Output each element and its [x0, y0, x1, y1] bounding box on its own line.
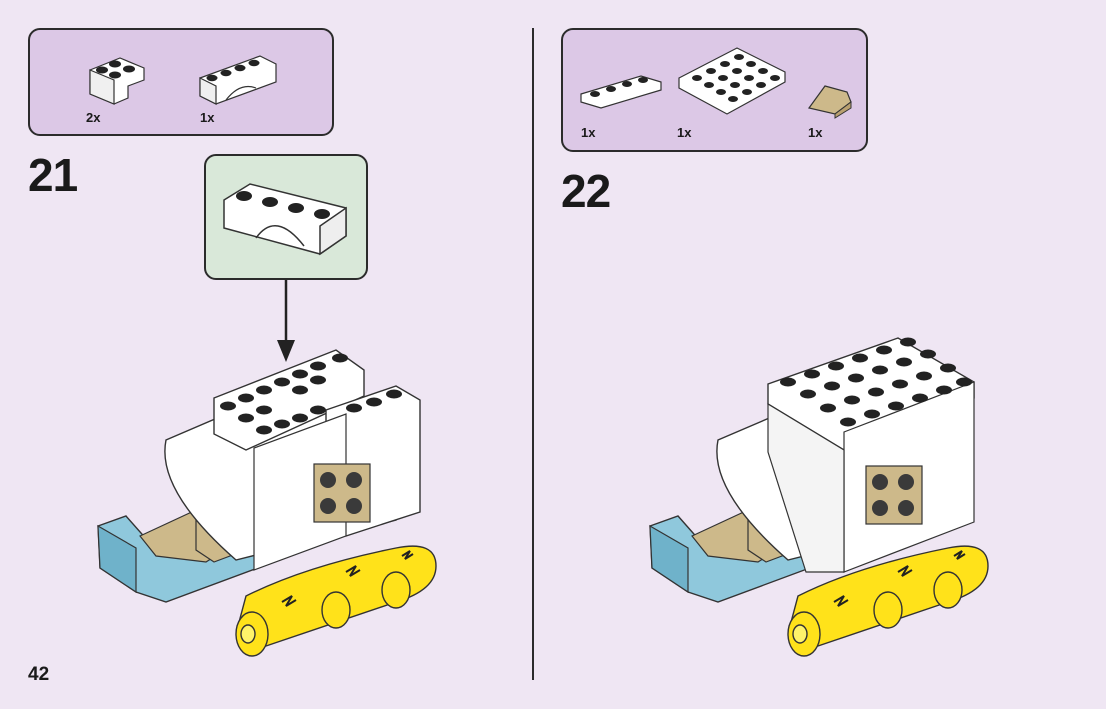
page-number: 42	[28, 664, 49, 686]
plate-4x4-white-icon	[675, 42, 789, 124]
step-divider	[532, 28, 534, 680]
parts-list-step-21: 2x 1x	[28, 28, 334, 136]
slope-tan-icon	[805, 78, 857, 118]
corner-brick-2x2-white-icon	[82, 50, 152, 105]
step-number: 21	[28, 148, 77, 202]
arch-brick-1x4-white-icon	[196, 48, 282, 108]
model-step-21	[96, 340, 446, 660]
arch-brick-1x4-white-icon	[220, 170, 356, 266]
step-number: 22	[561, 164, 610, 218]
qty-label: 1x	[581, 125, 595, 140]
model-step-22	[648, 332, 998, 662]
parts-list-step-22: 1x 1x 1x	[561, 28, 868, 152]
qty-label: 2x	[86, 110, 100, 125]
qty-label: 1x	[677, 125, 691, 140]
qty-label: 1x	[200, 110, 214, 125]
qty-label: 1x	[808, 125, 822, 140]
callout-box	[204, 154, 368, 280]
plate-1x4-white-icon	[577, 70, 665, 114]
